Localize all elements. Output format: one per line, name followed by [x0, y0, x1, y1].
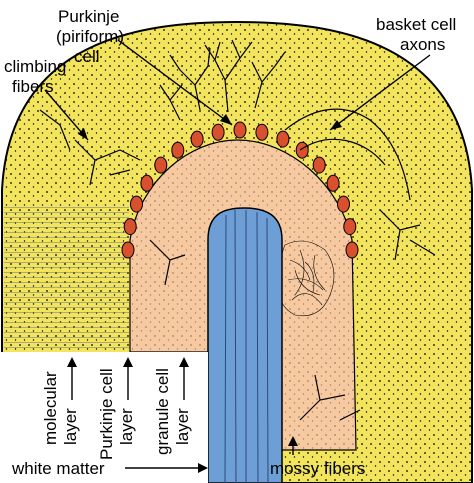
- basket-cell-axons: [284, 108, 436, 261]
- label-panel: [0, 352, 208, 483]
- purkinje-cell-body: [121, 241, 135, 259]
- purkinje-cell-body: [211, 123, 225, 141]
- purkinje-cell-body: [326, 174, 340, 192]
- climbing-fibers: [39, 109, 141, 186]
- purkinje-cell-body: [154, 156, 168, 174]
- purkinje-cell-layer-label-line2: layer: [117, 408, 136, 445]
- purkinje-cell-body: [171, 141, 185, 159]
- purkinje-cell-body: [345, 241, 359, 259]
- purkinje-cell-layer-label-line1: Purkinje cell: [97, 368, 116, 460]
- climbing-fibers-label-line1: climbing: [4, 57, 66, 76]
- purkinje-cell-layer: [121, 121, 359, 259]
- mossy-fibers-label: mossy fibers: [270, 459, 365, 478]
- purkinje-cell-body: [233, 121, 247, 139]
- purkinje-cell-body: [343, 218, 357, 236]
- purkinje-cell-body: [255, 123, 269, 141]
- diagram-labels: Purkinje (piriform) cell basket cell axo…: [4, 7, 456, 478]
- granule-cell-layer-label-line2: layer: [173, 408, 192, 445]
- purkinje-cell-body: [312, 156, 326, 174]
- mossy-fibers: [149, 239, 361, 421]
- purkinje-dendrite-tree: [159, 39, 286, 121]
- white-matter-label: white matter: [11, 459, 105, 478]
- white-matter-core: [207, 207, 283, 483]
- basket-cell-axons-label-line2: axons: [400, 35, 445, 54]
- granule-cell-layer-label-line1: granule cell: [153, 368, 172, 455]
- molecular-layer-label-line1: molecular: [41, 371, 60, 445]
- purkinje-cell-body: [190, 130, 204, 148]
- purkinje-cell-label-line3: cell: [74, 47, 100, 66]
- leader-arrowheads: [67, 114, 342, 473]
- purkinje-cell-body: [337, 195, 350, 213]
- purkinje-cell-body: [295, 141, 309, 159]
- purkinje-cell-body: [123, 218, 137, 236]
- purkinje-cell-label-line2: (piriform): [56, 27, 124, 46]
- basket-cell-axons-label-line1: basket cell: [376, 15, 456, 34]
- climbing-fibers-label-line2: fibers: [12, 77, 54, 96]
- purkinje-cell-body: [130, 195, 143, 213]
- purkinje-cell-body: [276, 130, 290, 148]
- molecular-layer-label-line2: layer: [61, 408, 80, 445]
- purkinje-cell-body: [140, 174, 154, 192]
- purkinje-cell-label-line1: Purkinje: [58, 7, 119, 26]
